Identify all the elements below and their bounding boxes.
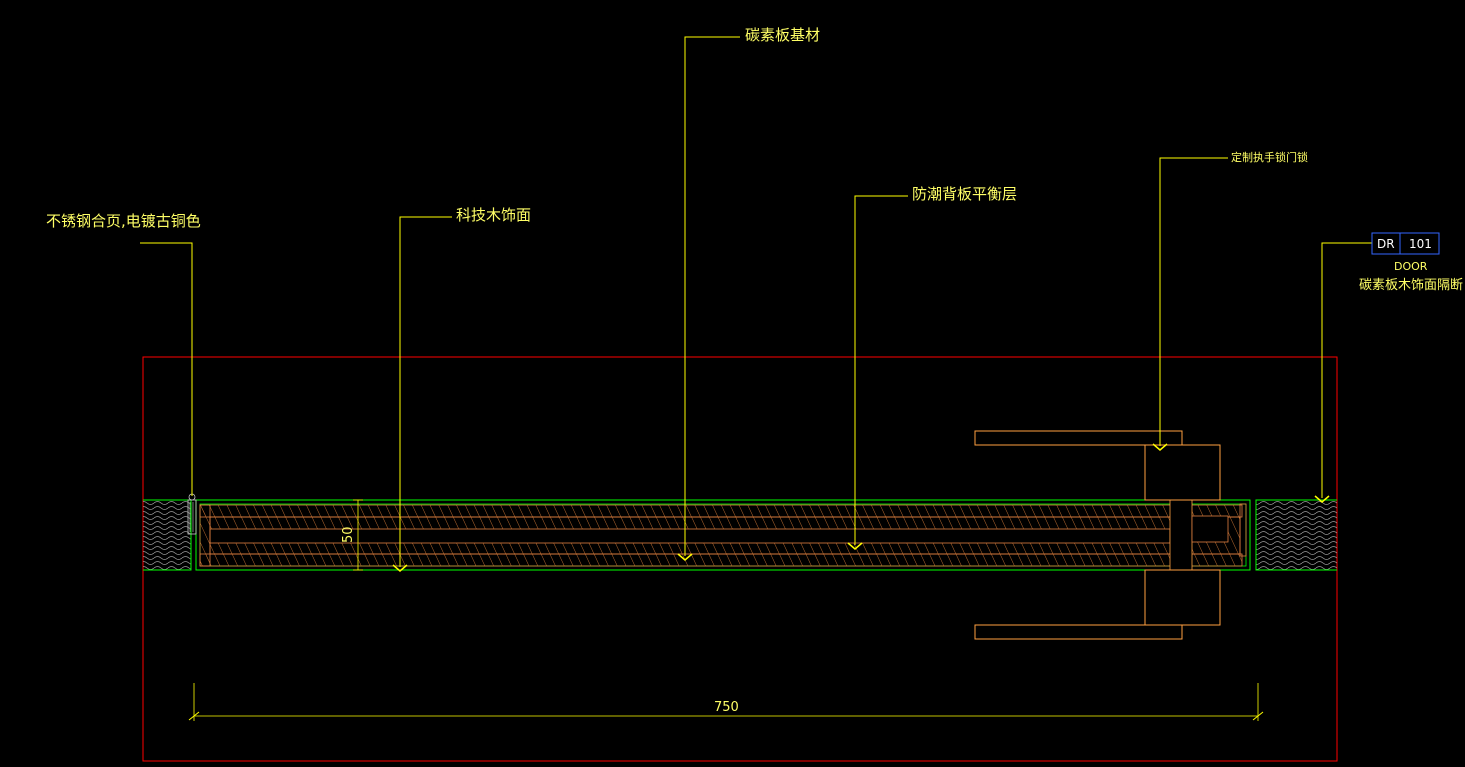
width-dimension-text: 750 xyxy=(714,700,739,715)
door-tag[interactable]: DR 101 DOOR 碳素板木饰面隔断 xyxy=(1359,232,1463,293)
label-custom-handle-lock: 定制执手锁门锁 xyxy=(1231,150,1308,164)
leader-arrowheads xyxy=(392,443,1330,572)
lock-mortise xyxy=(1169,499,1193,571)
finish-layer-top xyxy=(199,504,1243,518)
door-tag-box xyxy=(1371,232,1440,255)
label-tech-wood-finish: 科技木饰面 xyxy=(456,206,531,224)
door-tag-description: 碳素板木饰面隔断 xyxy=(1359,278,1463,293)
right-wall xyxy=(1255,499,1337,571)
door-tag-number: 101 xyxy=(1409,237,1432,251)
label-moisture-back-panel: 防潮背板平衡层 xyxy=(912,185,1017,203)
door-tag-code: DR xyxy=(1377,237,1395,251)
handle-bottom-lever xyxy=(974,624,1183,640)
handle-top-rose xyxy=(1144,444,1221,501)
door-tag-type: DOOR xyxy=(1394,260,1428,273)
handle-top-lever xyxy=(974,430,1183,446)
handle-bottom-rose xyxy=(1144,569,1221,626)
door-leaf-section[interactable] xyxy=(195,499,1251,571)
door-handle-lock[interactable] xyxy=(974,430,1221,640)
label-stainless-hinge: 不锈钢合页,电镀古铜色 xyxy=(46,212,201,230)
width-dimension: 750 xyxy=(188,683,1264,721)
hinge[interactable] xyxy=(187,493,197,535)
left-wall xyxy=(143,499,192,571)
thickness-dimension: 50 xyxy=(341,499,363,571)
thickness-dimension-text: 50 xyxy=(341,526,356,543)
finish-layer-bottom xyxy=(199,553,1243,567)
leader-lines xyxy=(140,36,1372,567)
label-carbon-board-base: 碳素板基材 xyxy=(745,26,820,44)
